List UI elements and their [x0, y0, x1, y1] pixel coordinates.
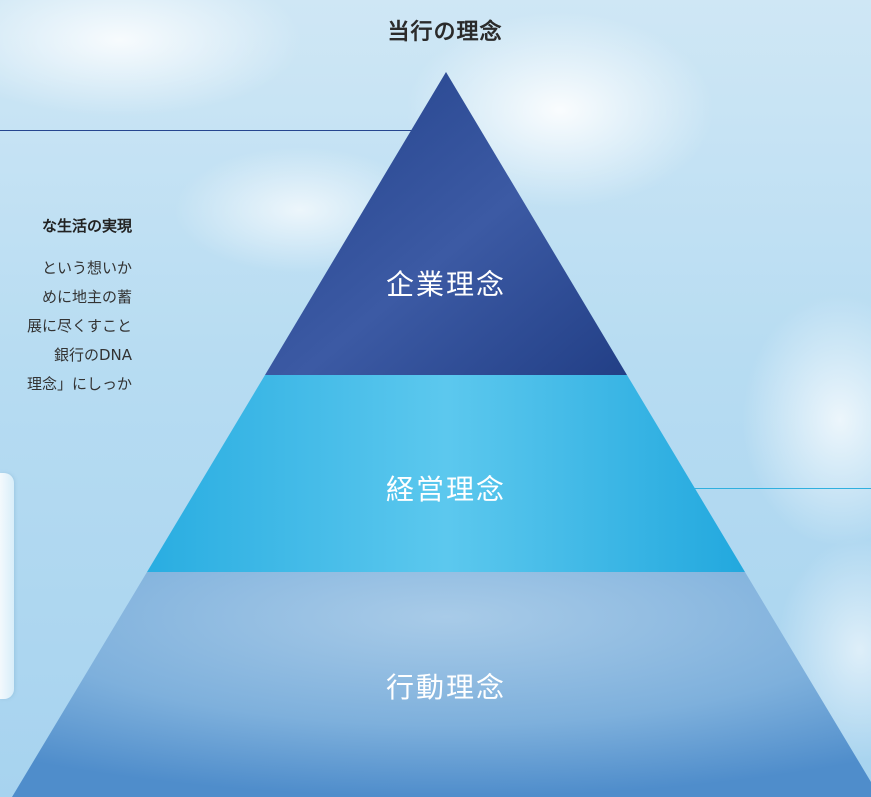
connector-line-top	[0, 130, 412, 131]
connector-line-middle	[690, 488, 871, 489]
tier-label-conduct: 行動理念	[386, 671, 506, 704]
page-title: 当行の理念	[387, 20, 503, 45]
pyramid-tier-top	[265, 72, 627, 375]
side-text-heading: な生活の実現	[41, 217, 132, 235]
tier-label-corporate: 企業理念	[386, 268, 506, 301]
side-text-line: めに地主の蓄	[41, 288, 132, 306]
side-text-line: という想いか	[41, 259, 132, 277]
tier-label-management: 経営理念	[386, 473, 506, 506]
side-text-line: 理念」にしっか	[26, 375, 132, 393]
side-text-line: 銀行のDNA	[53, 346, 132, 364]
side-text-line: 展に尽くすこと	[26, 317, 132, 335]
pyramid-tier-bottom	[12, 572, 871, 797]
card-edge	[0, 473, 14, 699]
side-text-panel: な生活の実現 という想いか めに地主の蓄 展に尽くすこと 銀行のDNA 理念」に…	[0, 215, 132, 399]
side-text-body: という想いか めに地主の蓄 展に尽くすこと 銀行のDNA 理念」にしっか	[0, 254, 132, 399]
pyramid-tier-middle	[147, 375, 745, 572]
